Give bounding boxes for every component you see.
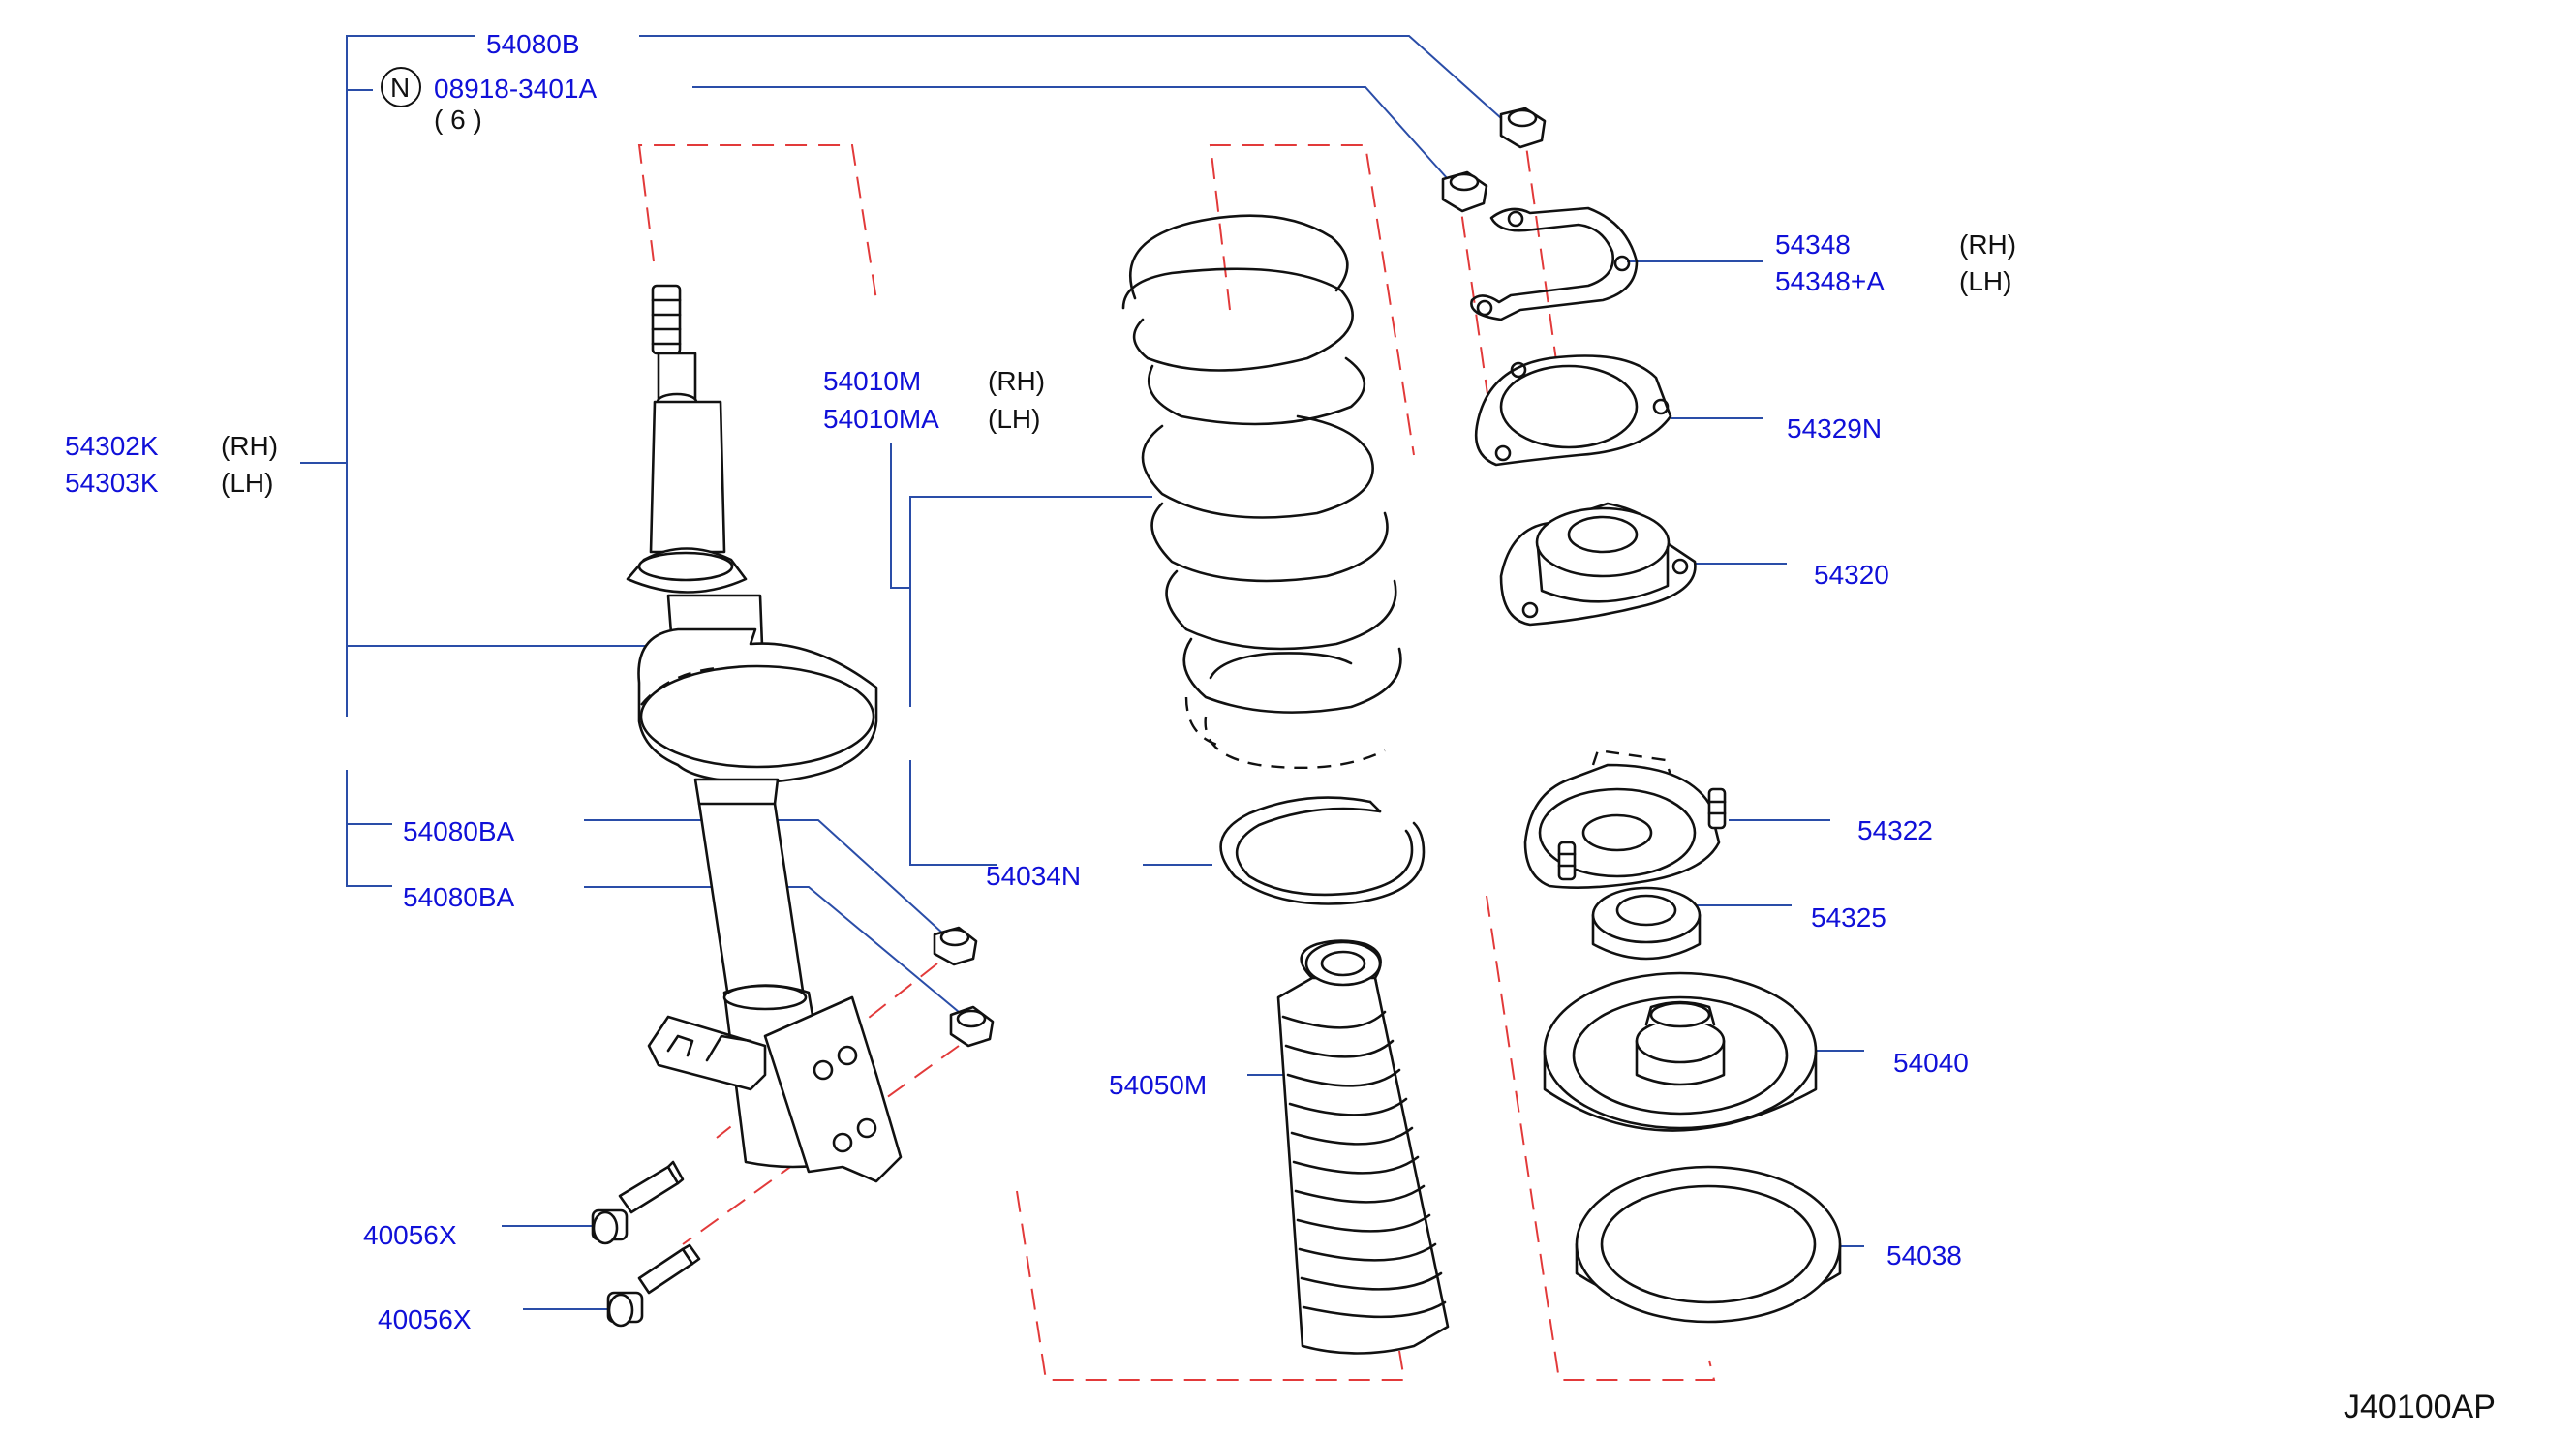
label-54010ma: 54010MA bbox=[823, 404, 939, 434]
label-54303k: 54303K bbox=[65, 468, 159, 498]
label-08918-3401a: 08918-3401A bbox=[434, 74, 597, 104]
label-54080b: 54080B bbox=[486, 29, 580, 59]
label-54010m: 54010M bbox=[823, 366, 921, 396]
label-54325: 54325 bbox=[1811, 902, 1886, 933]
label-54034n: 54034N bbox=[986, 861, 1081, 891]
plate-54329n bbox=[1474, 354, 1672, 467]
label-54302k-side: (RH) bbox=[221, 431, 278, 461]
nut-08918-3401a bbox=[1441, 170, 1488, 213]
label-54348-side: (RH) bbox=[1959, 229, 2016, 260]
nut-54080b bbox=[1499, 107, 1547, 149]
label-54010ma-side: (LH) bbox=[988, 404, 1040, 434]
bolt-40056x-lower bbox=[606, 1243, 701, 1328]
nut-54080ba-lower bbox=[949, 1005, 995, 1048]
label-40056x-lower: 40056X bbox=[378, 1304, 472, 1334]
label-54050m: 54050M bbox=[1109, 1070, 1207, 1100]
label-54348: 54348 bbox=[1775, 229, 1851, 260]
label-54329n: 54329N bbox=[1787, 413, 1882, 443]
mount-54322 bbox=[1523, 749, 1727, 889]
label-54038: 54038 bbox=[1886, 1240, 1962, 1270]
strut-assembly bbox=[626, 284, 903, 1183]
label-54348a-side: (LH) bbox=[1959, 266, 2011, 296]
label-54302k: 54302K bbox=[65, 431, 159, 461]
label-54040: 54040 bbox=[1893, 1048, 1969, 1078]
n-symbol-circle bbox=[381, 67, 421, 107]
n-symbol-text: N bbox=[390, 73, 410, 103]
mount-54320 bbox=[1499, 502, 1697, 627]
bolt-40056x-upper bbox=[591, 1160, 685, 1245]
label-54080ba-upper: 54080BA bbox=[403, 816, 515, 846]
coil-spring bbox=[1121, 214, 1402, 770]
part-labels: 54080B N 08918-3401A ( 6 ) 54302K (RH) 5… bbox=[65, 29, 2496, 1425]
clip-54348 bbox=[1470, 206, 1639, 321]
seat-54040 bbox=[1543, 971, 1818, 1132]
leader-lines bbox=[300, 35, 1864, 1310]
label-54303k-side: (LH) bbox=[221, 468, 273, 498]
label-54010m-side: (RH) bbox=[988, 366, 1045, 396]
nut-54080ba-upper bbox=[933, 926, 978, 966]
bearing-54325 bbox=[1591, 886, 1702, 961]
bump-boot bbox=[1276, 939, 1450, 1355]
label-54080ba-lower: 54080BA bbox=[403, 882, 515, 912]
label-54348a: 54348+A bbox=[1775, 266, 1885, 296]
spring-rubber bbox=[1219, 796, 1426, 905]
label-40056x-upper: 40056X bbox=[363, 1220, 457, 1250]
label-54320: 54320 bbox=[1814, 560, 1889, 590]
diagram-code: J40100AP bbox=[2344, 1389, 2496, 1425]
label-54322: 54322 bbox=[1857, 815, 1933, 845]
seat-54038 bbox=[1575, 1165, 1842, 1324]
label-quantity-6: ( 6 ) bbox=[434, 105, 482, 135]
